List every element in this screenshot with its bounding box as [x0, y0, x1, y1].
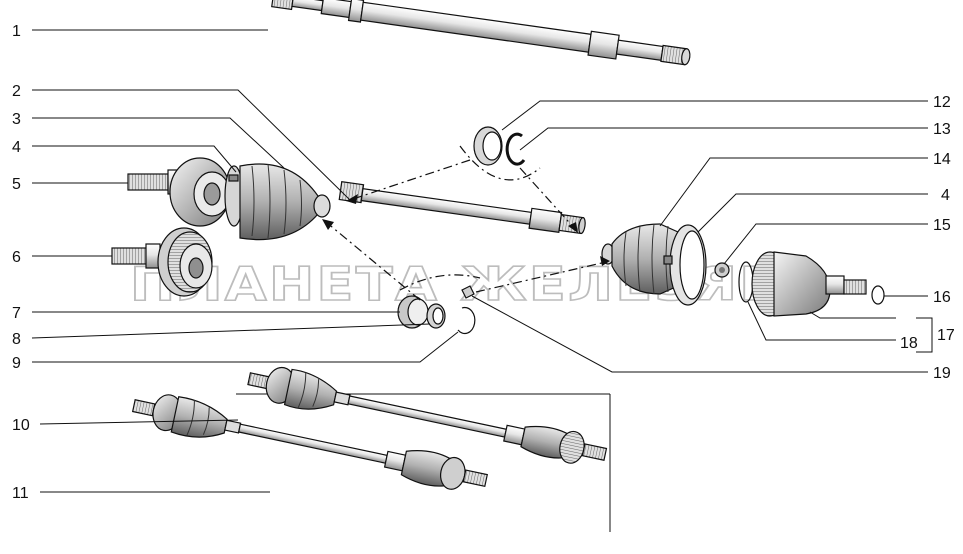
part-16-o-ring — [871, 285, 885, 305]
part-6-outer-joint-abs — [111, 227, 213, 297]
part-2-half-shaft — [338, 180, 586, 235]
part-12-circlip — [473, 126, 503, 166]
callout-14: 14 — [933, 151, 951, 168]
callout-1: 1 — [12, 23, 21, 40]
part-3-boot-left — [239, 163, 331, 241]
callout-12: 12 — [933, 94, 951, 111]
callout-4-right: 4 — [941, 187, 950, 204]
callout-19: 19 — [933, 365, 951, 382]
part-9-retaining-ring — [457, 306, 476, 335]
watermark-text: ПЛАНЕТА ЖЕЛЕЗЯКА — [130, 257, 830, 311]
part-17-inner-joint-housing — [751, 251, 867, 317]
part-15-tripod-spider — [714, 262, 730, 278]
callout-numbers: 1 2 3 4 5 6 7 8 9 10 11 12 13 14 4 15 16… — [12, 23, 955, 502]
callout-13: 13 — [933, 121, 951, 138]
part-5-outer-joint-housing — [127, 157, 231, 227]
callout-4: 4 — [12, 139, 21, 156]
leader-lines — [31, 29, 933, 493]
part-7-bushing — [397, 295, 429, 329]
callout-11: 11 — [12, 485, 29, 502]
callout-10: 10 — [12, 417, 30, 434]
callout-6: 6 — [12, 249, 21, 266]
callout-8: 8 — [12, 331, 21, 348]
part-13-snap-ring — [505, 132, 526, 166]
part-10-right-drive-shaft — [247, 366, 608, 464]
part-8-ring — [426, 303, 446, 329]
part-11-left-drive-shaft — [131, 394, 489, 490]
part-1-shaft — [271, 0, 691, 66]
callout-16: 16 — [933, 289, 951, 306]
part-19-spring-clip — [461, 285, 475, 299]
callout-9: 9 — [12, 355, 21, 372]
callout-18: 18 — [900, 335, 918, 352]
assembly-lines — [322, 145, 610, 301]
callout-5: 5 — [12, 176, 21, 193]
part-14-boot-right — [601, 223, 679, 295]
callout-7: 7 — [12, 305, 21, 322]
callout-3: 3 — [12, 111, 21, 128]
callout-17: 17 — [937, 327, 955, 344]
part-4-clamp-right — [663, 224, 707, 306]
callout-15: 15 — [933, 217, 951, 234]
callout-2: 2 — [12, 83, 21, 100]
